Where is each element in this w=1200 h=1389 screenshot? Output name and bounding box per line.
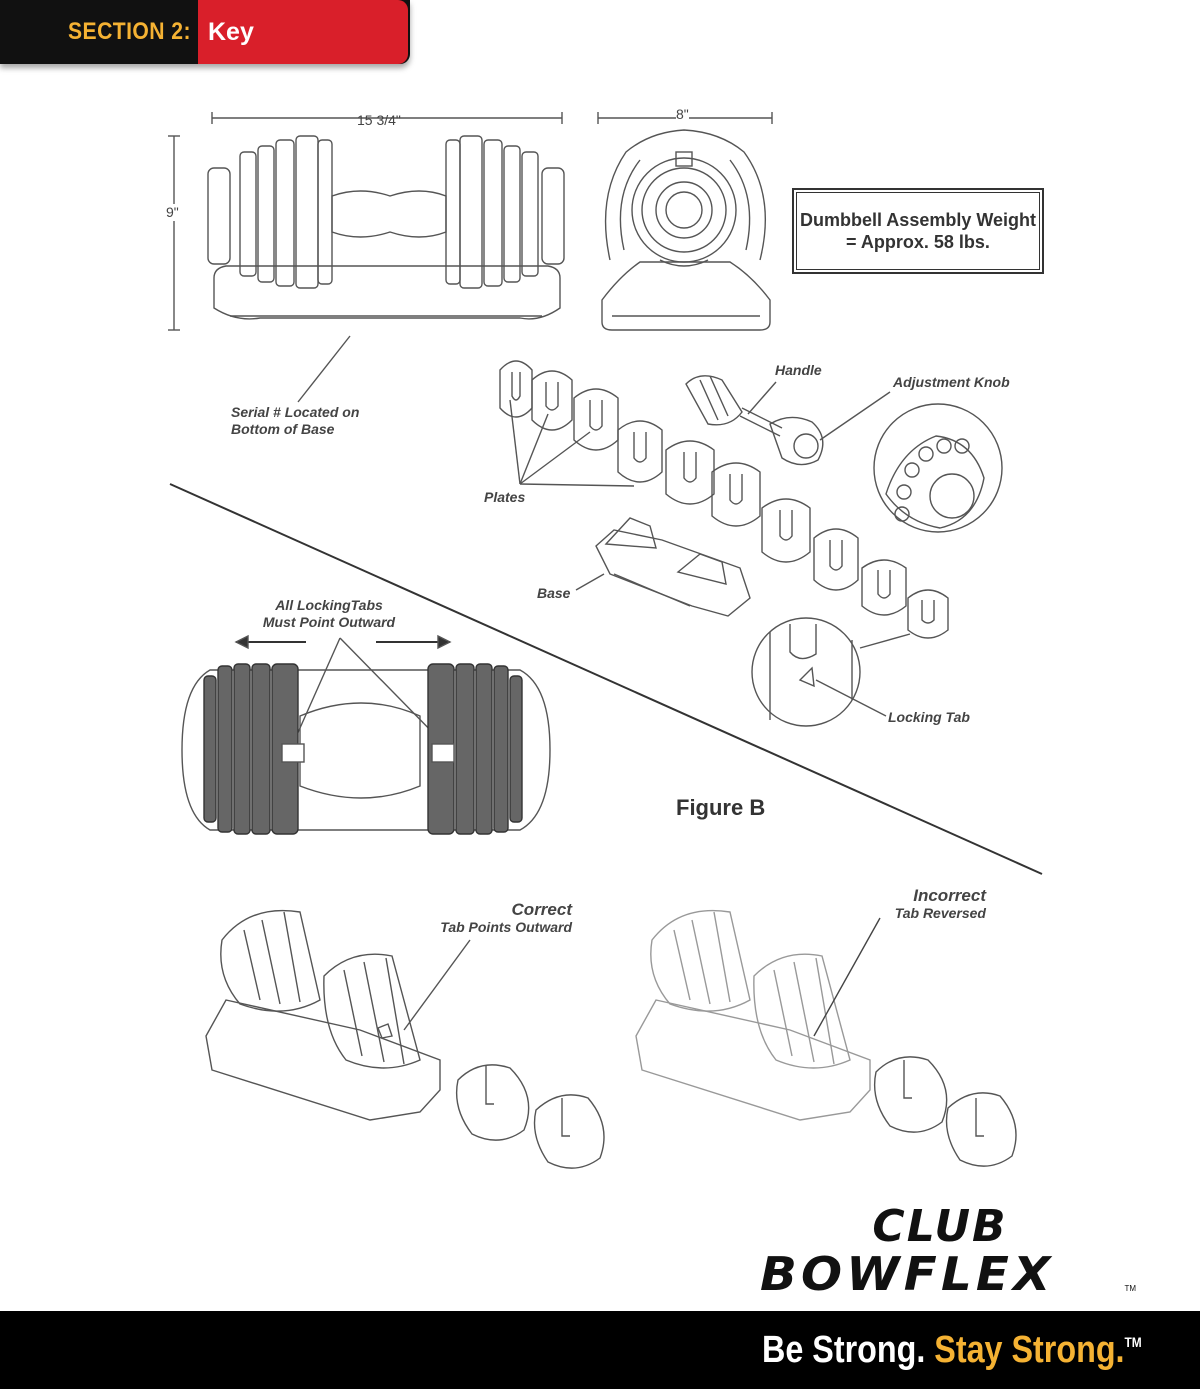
base-exploded <box>575 517 751 617</box>
exploded-plates <box>499 360 949 639</box>
handle-exploded <box>685 375 891 466</box>
dimension-width-side: 15 3/4" <box>357 112 401 128</box>
plates-label: Plates <box>484 489 526 505</box>
logo-club: CLUB <box>872 1201 1008 1252</box>
dimension-width-end: 8" <box>676 106 689 123</box>
key-components-illustration <box>168 112 1043 1169</box>
adjustment-knob-label: Adjustment Knob <box>893 374 1010 390</box>
figure-label: Figure B <box>676 795 766 820</box>
weight-line-2: = Approx. 58 lbs. <box>846 232 990 252</box>
top-view-dumbbell <box>181 634 551 835</box>
slogan-trademark: TM <box>1124 1334 1142 1350</box>
correct-label: Correct Tab Points Outward <box>440 900 572 935</box>
locking-tab-label: Locking Tab <box>888 709 970 725</box>
club-bowflex-logo: CLUB BOWFLEX TM <box>760 1201 1140 1300</box>
weight-line-1: Dumbbell Assembly Weight <box>799 210 1037 230</box>
serial-leader-line <box>297 335 351 403</box>
incorrect-dumbbell <box>635 909 1017 1167</box>
dimension-height: 9" <box>166 204 179 221</box>
handle-label: Handle <box>775 362 822 378</box>
base-label: Base <box>537 585 571 601</box>
assembly-weight-box: Dumbbell Assembly Weight = Approx. 58 lb… <box>792 188 1044 274</box>
side-view-dumbbell <box>168 112 565 331</box>
slogan-part-1: Be Strong. <box>762 1329 926 1371</box>
footer-slogan: Be Strong. Stay Strong.TM <box>762 1311 1142 1389</box>
correct-dumbbell <box>205 909 605 1169</box>
footer-bar: Be Strong. Stay Strong.TM <box>0 1311 1200 1389</box>
all-tabs-label: All LockingTabs Must Point Outward <box>262 597 396 630</box>
locking-tab-detail <box>751 617 911 727</box>
slogan-part-2: Stay Strong. <box>934 1329 1125 1371</box>
serial-label: Serial # Located on Bottom of Base <box>231 404 360 437</box>
diagonal-divider <box>169 483 1043 875</box>
logo-trademark: TM <box>1124 1284 1136 1293</box>
logo-bowflex: BOWFLEX <box>760 1247 1055 1301</box>
knob-detail <box>873 403 1003 533</box>
incorrect-label: Incorrect Tab Reversed <box>894 886 986 921</box>
end-view-dumbbell <box>597 112 773 331</box>
section-header: SECTION 2: Key Components <box>0 0 410 110</box>
section-number: SECTION 2: <box>68 18 191 45</box>
section-title: Key Components <box>198 0 408 110</box>
